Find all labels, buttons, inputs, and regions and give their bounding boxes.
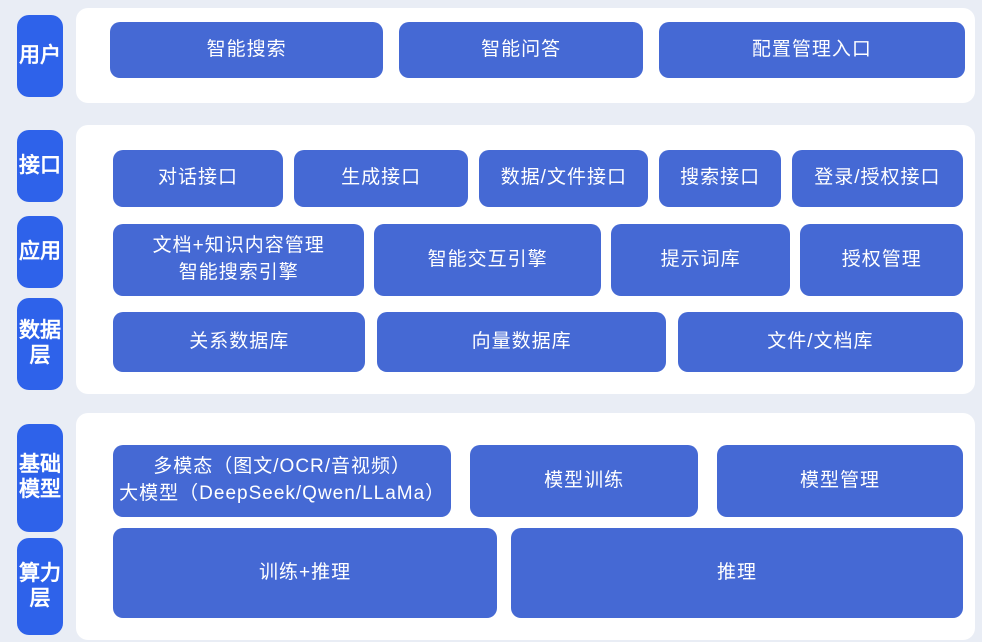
- node-line: 多模态（图文/OCR/音视频）: [153, 456, 412, 478]
- layer-label-interface: 接口: [17, 130, 63, 202]
- node-smart-interaction-engine: 智能交互引擎: [374, 224, 601, 296]
- node-line: 智能搜索引擎: [178, 262, 299, 283]
- node-file-doc-store: 文件/文档库: [677, 312, 963, 372]
- row-application: 文档+知识内容管理 智能搜索引擎 智能交互引擎 提示词库 授权管理: [113, 224, 964, 296]
- node-model-training: 模型训练: [470, 445, 698, 517]
- layer-label-compute: 算力层: [17, 538, 63, 635]
- layer-label-application: 应用: [17, 216, 63, 288]
- node-dialog-api: 对话接口: [113, 150, 284, 207]
- node-vector-db: 向量数据库: [377, 312, 666, 372]
- layer-label-foundation-model: 基础模型: [17, 424, 63, 532]
- node-multimodal-llm: 多模态（图文/OCR/音视频） 大模型（DeepSeek/Qwen/LLaMa）: [113, 445, 452, 517]
- node-auth-management: 授权管理: [800, 224, 964, 296]
- row-user: 智能搜索 智能问答 配置管理入口: [110, 22, 965, 78]
- row-interface: 对话接口 生成接口 数据/文件接口 搜索接口 登录/授权接口: [113, 150, 963, 207]
- layer-label-data: 数据层: [17, 298, 63, 390]
- node-data-file-api: 数据/文件接口: [479, 150, 649, 207]
- node-relational-db: 关系数据库: [113, 312, 366, 372]
- layer-label-user: 用户: [17, 15, 63, 97]
- row-foundation-model: 多模态（图文/OCR/音视频） 大模型（DeepSeek/Qwen/LLaMa）…: [113, 445, 963, 517]
- node-prompt-library: 提示词库: [610, 224, 791, 296]
- node-smart-qa: 智能问答: [399, 22, 643, 78]
- node-line: 大模型（DeepSeek/Qwen/LLaMa）: [119, 483, 446, 504]
- row-compute: 训练+推理 推理: [113, 528, 963, 618]
- node-model-management: 模型管理: [716, 445, 963, 517]
- row-data: 关系数据库 向量数据库 文件/文档库: [113, 312, 963, 372]
- node-inference: 推理: [511, 528, 963, 618]
- node-login-auth-api: 登录/授权接口: [791, 150, 963, 207]
- node-config-management-entry: 配置管理入口: [658, 22, 965, 78]
- node-search-api: 搜索接口: [659, 150, 781, 207]
- node-line: 文档+知识内容管理: [152, 235, 325, 257]
- node-smart-search: 智能搜索: [110, 22, 384, 78]
- node-training-inference: 训练+推理: [113, 528, 498, 618]
- node-doc-knowledge-search-engine: 文档+知识内容管理 智能搜索引擎: [113, 224, 365, 296]
- node-generation-api: 生成接口: [294, 150, 469, 207]
